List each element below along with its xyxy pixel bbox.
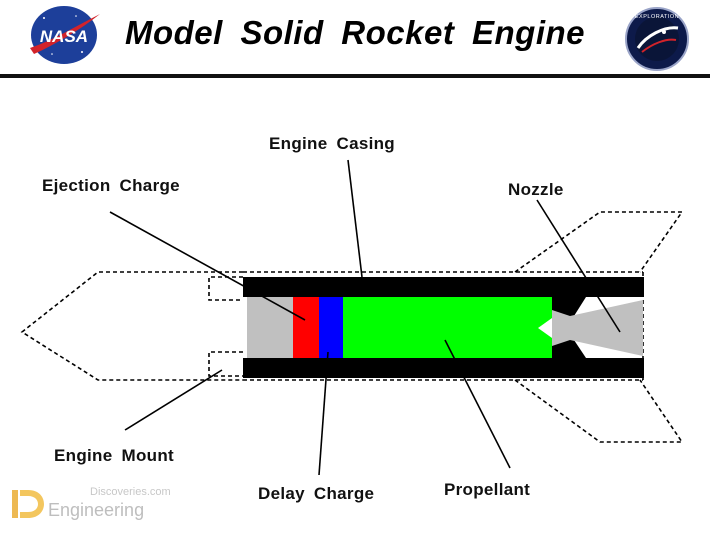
rocket-body-outline bbox=[20, 211, 684, 443]
label-engine-casing: Engine Casing bbox=[269, 134, 395, 153]
seal-text: EXPLORATION bbox=[635, 14, 679, 20]
nose-cone-outline bbox=[20, 271, 243, 381]
watermark-logo-icon bbox=[12, 490, 44, 518]
top-fin-outline bbox=[514, 211, 684, 273]
engine-mount-leader bbox=[124, 369, 223, 431]
label-propellant: Propellant bbox=[444, 480, 531, 499]
label-ejection-charge: Ejection Charge bbox=[42, 176, 180, 195]
nozzle-leader bbox=[536, 199, 621, 333]
delay-charge-leader bbox=[318, 351, 329, 476]
clay-cap bbox=[247, 297, 293, 358]
nasa-logo-text: NASA bbox=[40, 27, 88, 46]
page-title: Model Solid Rocket Engine bbox=[124, 14, 586, 51]
engine-casing-leader bbox=[347, 159, 363, 278]
ejection-charge-leader bbox=[109, 211, 306, 321]
label-nozzle: Nozzle bbox=[508, 180, 564, 199]
nasa-logo: NASA bbox=[30, 6, 100, 64]
engine-casing-top bbox=[243, 277, 644, 297]
ejection-charge-block bbox=[293, 297, 319, 358]
watermark-line2: Engineering bbox=[48, 500, 145, 520]
label-engine-mount: Engine Mount bbox=[54, 446, 174, 465]
watermark-line1: Discoveries.com bbox=[90, 486, 171, 498]
propellant-leader bbox=[444, 339, 511, 469]
engine-casing-bottom bbox=[243, 358, 644, 378]
engine-mount-outline bbox=[208, 276, 243, 301]
watermark: Discoveries.com Engineering bbox=[8, 484, 208, 526]
label-delay-charge: Delay Charge bbox=[258, 484, 375, 503]
delay-charge-block bbox=[319, 297, 343, 358]
propellant-block bbox=[343, 297, 552, 358]
header-divider bbox=[0, 74, 710, 78]
exploration-seal: EXPLORATION bbox=[625, 7, 689, 71]
header: NASA Model Solid Rocket Engine EXPLORATI… bbox=[0, 0, 710, 78]
bottom-fin-outline bbox=[514, 379, 684, 443]
nozzle-throat bbox=[552, 300, 643, 356]
